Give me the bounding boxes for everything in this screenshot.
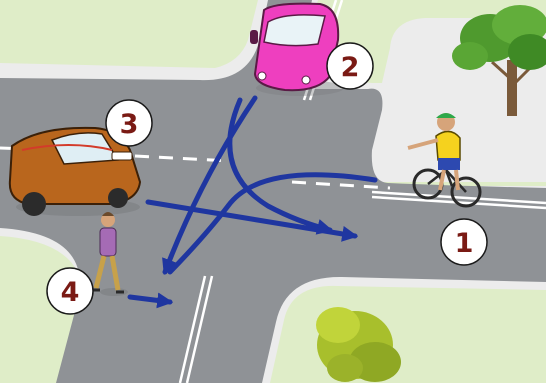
marker-3-label: 3	[120, 109, 139, 140]
marker-4: 4	[47, 268, 93, 314]
marker-1: 1	[441, 219, 487, 265]
marker-1-label: 1	[455, 228, 474, 259]
marker-4-label: 4	[61, 277, 80, 308]
pink-car	[250, 4, 344, 96]
marker-2-label: 2	[341, 52, 360, 83]
marker-3: 3	[106, 100, 152, 146]
marker-2: 2	[327, 43, 373, 89]
